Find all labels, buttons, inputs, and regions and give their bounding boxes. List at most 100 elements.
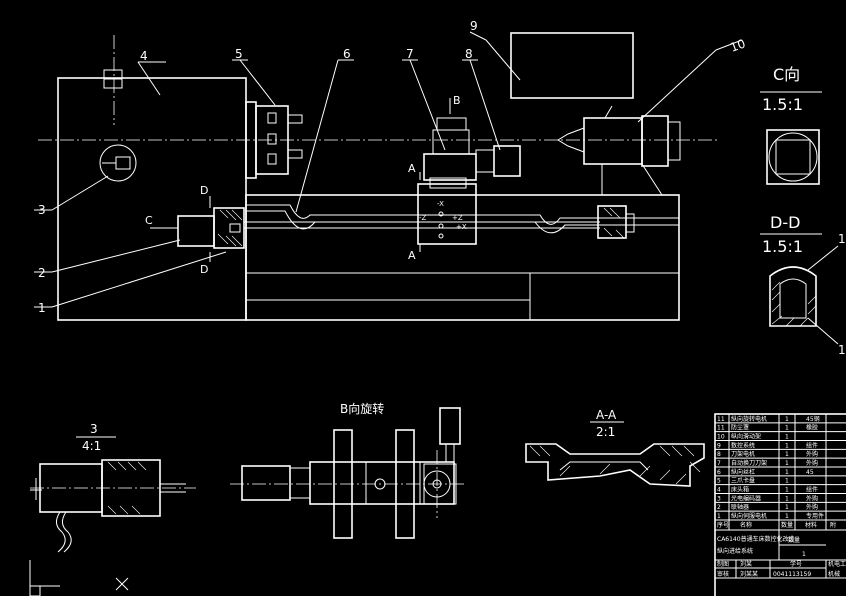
balloon-1: 1 [38, 301, 46, 315]
headstock [57, 77, 247, 321]
tool-post [423, 153, 477, 181]
bom-cell-qty: 1 [785, 487, 789, 494]
bom-cell-no: 10 [717, 434, 725, 441]
lathe-bed [245, 194, 680, 321]
detail3-scale: 4:1 [82, 439, 101, 453]
bom-cell-mat: 外购 [806, 459, 818, 467]
c-view-title: C向 [773, 65, 800, 84]
bom-cell-name: 纵向丝杠 [731, 468, 755, 476]
bom-cell-name: 自动换刀刀架 [731, 459, 767, 467]
tool-motor [493, 145, 521, 177]
view-c-arrow-label: C [145, 214, 153, 227]
balloon-12: 1 [838, 343, 846, 357]
aa-title: A-A [596, 408, 617, 422]
bom-cell-qty: 1 [785, 442, 789, 449]
bom-cell-qty: 1 [785, 416, 789, 423]
bom-cell-no: 11 [717, 425, 725, 432]
servo-motor [177, 215, 215, 247]
balloon-11: 1 [838, 232, 846, 246]
bom-header-qty: 数量 [781, 521, 793, 529]
bom-cell-no: 7 [717, 460, 721, 467]
bom-cell-name: 三爪卡盘 [731, 477, 755, 485]
bom-cell-name: 防尘罩 [731, 424, 749, 432]
bom-cell-name: 数控系统 [731, 441, 755, 449]
bom-cell-no: 4 [717, 487, 721, 494]
balloon-5: 5 [235, 47, 243, 61]
axis-plus-z: +Z [452, 214, 463, 222]
bom-cell-no: 5 [717, 478, 721, 485]
c-view: C向 1.5:1 [760, 65, 822, 185]
drawn-label: 制图 [717, 560, 729, 568]
bom-cell-qty: 1 [785, 460, 789, 467]
bom-cell-qty: 1 [785, 451, 789, 458]
class-name: 机械 [828, 570, 840, 578]
bom-cell-no: 8 [717, 451, 721, 458]
code-value: 0041113159 [773, 571, 811, 578]
bom-cell-no: 3 [717, 495, 721, 502]
title-project: CA6140普通车床数控化改造 [717, 535, 795, 543]
c-view-scale: 1.5:1 [762, 95, 803, 114]
bom-cell-qty: 1 [785, 425, 789, 432]
bom-cell-name: 纵向滑动架 [731, 433, 761, 441]
bom-cell-mat: 橡胶 [806, 424, 818, 432]
b-rotated-view: B向旋转 [230, 401, 466, 539]
drawn-name: 刘某 [740, 560, 752, 568]
bom-cell-mat: 专用件 [806, 512, 824, 520]
check-label: 审核 [717, 570, 729, 578]
carriage [417, 183, 477, 245]
aa-view: A-A 2:1 [525, 408, 705, 487]
bom-cell-mat: 外购 [806, 450, 818, 458]
bom-cell-name: 床头箱 [731, 486, 749, 494]
bom-cell-no: 2 [717, 504, 721, 511]
section-a-top: A [408, 162, 416, 175]
bom-cell-no: 11 [717, 416, 725, 423]
bom-cell-no: 6 [717, 469, 721, 476]
section-d-bottom: D [200, 263, 208, 276]
dd-view: D-D 1.5:1 [760, 213, 839, 345]
tailstock [583, 117, 643, 165]
detail-3-view: 3 4:1 [30, 422, 196, 553]
balloon-6: 6 [343, 47, 351, 61]
section-d-top: D [200, 184, 208, 197]
bom-cell-qty: 1 [785, 478, 789, 485]
bom-cell-qty: 1 [785, 469, 789, 476]
section-mark-labels: D D C A A B [145, 94, 461, 276]
balloon-labels: 1 2 3 4 5 6 7 8 9 10 1 1 [38, 19, 846, 357]
qty-label: 数量 [788, 536, 800, 544]
qty-value: 1 [802, 551, 806, 558]
balloon-3: 3 [38, 203, 46, 217]
bom-cell-name: 纵向旋转电机 [731, 415, 767, 423]
dd-view-title: D-D [770, 213, 800, 232]
bom-header-note: 附 [830, 521, 836, 529]
bom-cell-name: 刀架电机 [731, 450, 755, 458]
detail3-title: 3 [90, 422, 98, 436]
three-jaw-chuck [255, 105, 289, 175]
bom-cell-mat: 外购 [806, 503, 818, 511]
balloon-10: 10 [728, 36, 747, 54]
bom-cell-qty: 1 [785, 434, 789, 441]
balloon-4: 4 [140, 49, 148, 63]
bom-header-name: 名称 [740, 521, 752, 529]
bom-cell-mat: 外购 [806, 494, 818, 502]
bom-cell-mat: 组件 [806, 486, 818, 494]
bom-cell-qty: 1 [785, 495, 789, 502]
leader-lines [34, 31, 743, 308]
b-rot-title: B向旋转 [340, 401, 384, 416]
balloon-9: 9 [470, 19, 478, 33]
bom-cell-qty: 1 [785, 513, 789, 520]
bom-header-no: 序号 [717, 521, 729, 529]
balloon-8: 8 [465, 47, 473, 61]
balloon-7: 7 [406, 47, 414, 61]
title-subsystem: 纵向进给系统 [717, 547, 753, 555]
corner-marks [29, 478, 129, 596]
bom-cell-qty: 1 [785, 504, 789, 511]
view-b-arrow-label: B [453, 94, 461, 107]
bom-cell-mat: 45钢 [806, 415, 820, 423]
dd-view-scale: 1.5:1 [762, 237, 803, 256]
aa-scale: 2:1 [596, 425, 615, 439]
bom-cell-name: 联轴器 [731, 503, 749, 511]
bom-cell-no: 1 [717, 513, 721, 520]
